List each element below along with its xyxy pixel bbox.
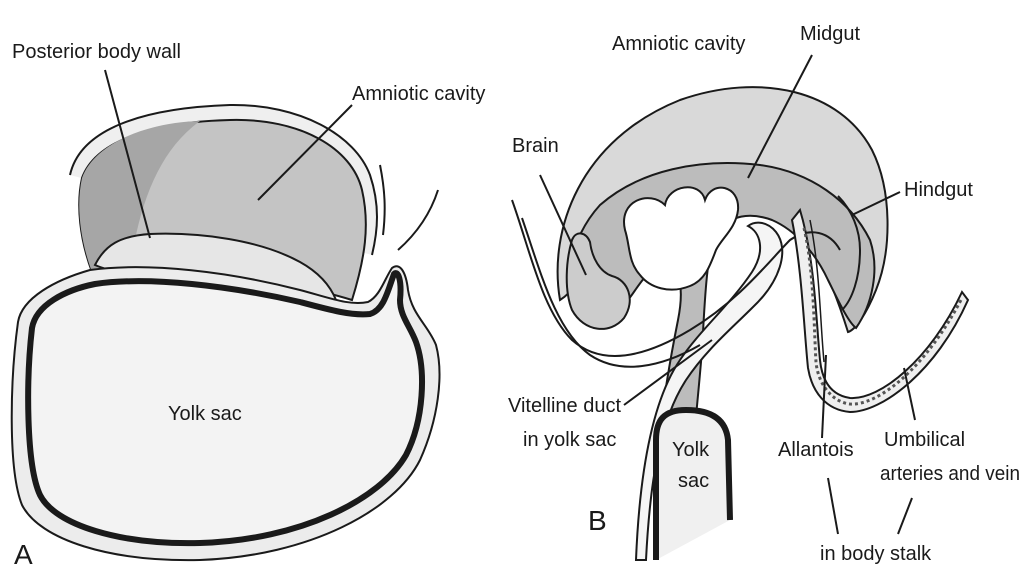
amnion-thread-a2: [398, 190, 438, 250]
label-amniotic-cavity-b: Amniotic cavity: [612, 33, 745, 55]
label-vitelline-duct-2: in yolk sac: [523, 429, 616, 451]
label-umbilical-1: Umbilical: [884, 429, 965, 451]
label-amniotic-cavity-a: Amniotic cavity: [352, 83, 485, 105]
label-body-stalk: in body stalk: [820, 543, 932, 565]
panel-b: Amniotic cavity Midgut Brain Hindgut Vit…: [508, 23, 1020, 565]
label-vitelline-duct-1: Vitelline duct: [508, 395, 621, 417]
leader-body-stalk-1: [828, 478, 838, 534]
panel-label-a: A: [14, 539, 33, 570]
panel-label-b: B: [588, 505, 607, 536]
label-yolk-sac-a: Yolk sac: [168, 403, 242, 425]
label-umbilical-2: arteries and vein: [880, 463, 1020, 485]
leader-body-stalk-2: [898, 498, 912, 534]
label-midgut: Midgut: [800, 23, 860, 45]
label-allantois: Allantois: [778, 439, 854, 461]
label-hindgut: Hindgut: [904, 179, 973, 201]
label-posterior-body-wall: Posterior body wall: [12, 41, 181, 63]
amnion-thread-a: [380, 165, 385, 235]
label-yolk: Yolk: [672, 439, 710, 461]
label-brain: Brain: [512, 135, 559, 157]
foregut-lumen-b: [624, 187, 738, 289]
panel-a: Posterior body wall Amniotic cavity Yolk…: [12, 41, 486, 570]
label-sac: sac: [678, 470, 709, 492]
